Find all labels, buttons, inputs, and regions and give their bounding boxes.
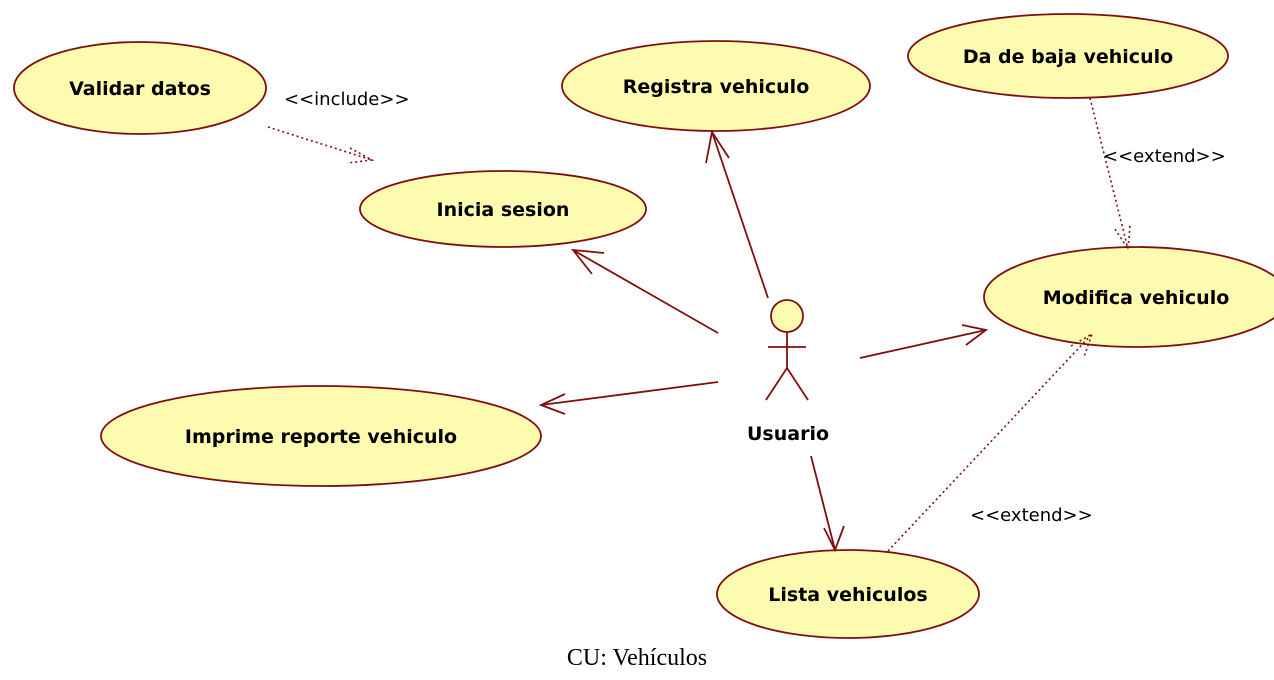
arrowhead bbox=[538, 393, 566, 415]
association-lista-vehiculos[interactable] bbox=[810, 455, 836, 551]
extend-dependency-baja[interactable] bbox=[1089, 97, 1129, 250]
association-lines bbox=[538, 129, 989, 553]
actor-usuario[interactable]: Usuario bbox=[747, 299, 829, 445]
association-inicia-sesion[interactable] bbox=[572, 249, 719, 334]
use-case-label: Registra vehiculo bbox=[623, 76, 810, 98]
use-case-label: Lista vehiculos bbox=[768, 584, 927, 606]
extend-label-lista: <<extend>> bbox=[970, 505, 1093, 526]
include-label: <<include>> bbox=[284, 89, 410, 110]
arrowhead bbox=[346, 147, 375, 164]
diagram-caption: CU: Vehículos bbox=[567, 645, 707, 671]
use-case-ellipse bbox=[561, 40, 871, 132]
use-case-ellipse bbox=[907, 13, 1229, 99]
association-imprime-reporte[interactable] bbox=[540, 381, 719, 406]
use-case-inicia-sesion[interactable]: Inicia sesion bbox=[359, 170, 647, 248]
dependency-lines bbox=[267, 97, 1131, 552]
use-case-da-de-baja-vehiculo[interactable]: Da de baja vehiculo bbox=[907, 13, 1229, 99]
use-case-ellipse bbox=[13, 41, 267, 135]
arrowhead bbox=[570, 248, 605, 275]
arrowhead bbox=[961, 324, 989, 346]
use-case-label: Imprime reporte vehiculo bbox=[185, 426, 457, 448]
association-registra-vehiculo[interactable] bbox=[711, 131, 769, 299]
use-case-ellipse bbox=[983, 246, 1274, 348]
use-case-ellipse bbox=[716, 549, 980, 639]
use-case-label: Inicia sesion bbox=[437, 199, 570, 221]
use-case-label: Modifica vehiculo bbox=[1043, 287, 1230, 309]
use-case-modifica-vehiculo[interactable]: Modifica vehiculo bbox=[983, 246, 1274, 348]
use-case-lista-vehiculos[interactable]: Lista vehiculos bbox=[716, 549, 980, 639]
use-case-label: Validar datos bbox=[69, 78, 211, 100]
use-case-registra-vehiculo[interactable]: Registra vehiculo bbox=[561, 40, 871, 132]
extend-label-baja: <<extend>> bbox=[1103, 146, 1226, 167]
use-case-validar-datos[interactable]: Validar datos bbox=[13, 41, 267, 135]
arrowhead bbox=[705, 129, 730, 164]
use-case-label: Da de baja vehiculo bbox=[963, 46, 1173, 68]
use-case-ellipse bbox=[100, 385, 542, 487]
actor-label: Usuario bbox=[747, 423, 829, 445]
actor-right-leg bbox=[786, 367, 809, 401]
include-dependency[interactable] bbox=[267, 126, 373, 161]
actor-head bbox=[770, 299, 804, 333]
arrowhead bbox=[823, 525, 845, 553]
use-case-ellipse bbox=[359, 170, 647, 248]
actor-left-leg bbox=[765, 367, 788, 401]
arrowhead bbox=[1070, 332, 1094, 358]
association-modifica-vehiculo[interactable] bbox=[859, 329, 987, 359]
use-case-imprime-reporte-vehiculo[interactable]: Imprime reporte vehiculo bbox=[100, 385, 542, 487]
